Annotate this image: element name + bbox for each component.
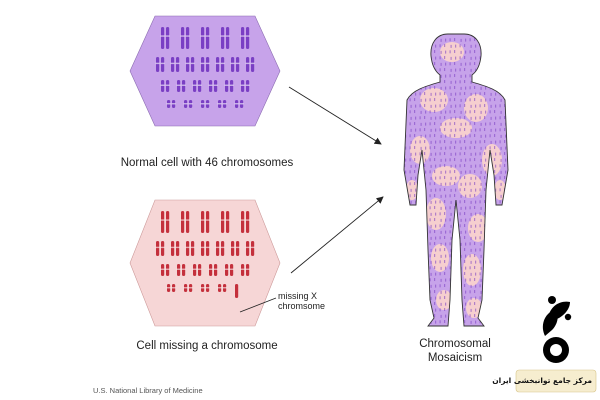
chromosome <box>241 211 245 233</box>
chromosome <box>246 241 250 256</box>
chromosome <box>225 264 229 276</box>
chromosome <box>191 57 195 72</box>
chromosome <box>182 80 186 92</box>
chromosome <box>186 27 190 49</box>
missing-x-line1: missing X <box>278 291 318 301</box>
missing-x-pointer <box>239 297 277 313</box>
chromosome <box>161 264 165 276</box>
chromosome <box>176 241 180 256</box>
chromosome <box>171 241 175 256</box>
chromosome <box>166 264 170 276</box>
chromosome <box>166 80 170 92</box>
chromosome <box>156 57 160 72</box>
chromosome <box>171 57 175 72</box>
chromosome <box>236 241 240 256</box>
chromosome <box>181 27 185 49</box>
chromosome <box>206 27 210 49</box>
chromosome <box>209 80 213 92</box>
chromosome <box>246 57 250 72</box>
logo-text: مرکز جامع توانبخشی ایران <box>492 376 592 385</box>
chromosome <box>214 80 218 92</box>
chromosome <box>201 241 205 256</box>
chromosome <box>230 80 234 92</box>
chromosome <box>246 211 250 233</box>
single-x-chromosome <box>235 284 239 298</box>
chromosome <box>161 57 165 72</box>
missing-cell-hexagon <box>129 199 281 327</box>
chromosome <box>177 264 181 276</box>
chromosome <box>186 211 190 233</box>
missing-x-line2: chromsome <box>278 301 326 311</box>
chromosome <box>206 241 210 256</box>
chromosome <box>241 80 245 92</box>
arrow-normal-to-body <box>288 86 382 145</box>
chromosome <box>193 80 197 92</box>
chromosome <box>206 211 210 233</box>
chromosome <box>166 27 170 49</box>
chromosome <box>186 57 190 72</box>
chromosome <box>198 80 202 92</box>
chromosome <box>177 80 181 92</box>
chromosome <box>161 241 165 256</box>
arrow-missing-to-body <box>290 196 384 274</box>
mosaicism-label-line1: Chromosomal <box>419 338 491 350</box>
chromosome <box>225 80 229 92</box>
chromosome <box>231 241 235 256</box>
mosaic-body-figure <box>403 33 509 327</box>
chromosome <box>236 57 240 72</box>
chromosome <box>241 264 245 276</box>
normal-cell-hexagon <box>129 15 281 127</box>
chromosome <box>216 57 220 72</box>
rehab-center-logo <box>515 296 597 393</box>
chromosome <box>251 241 255 256</box>
chromosome <box>226 211 230 233</box>
chromosome <box>191 241 195 256</box>
chromosome <box>214 264 218 276</box>
mosaicism-label: Chromosomal Mosaicism <box>400 337 510 365</box>
chromosome <box>231 57 235 72</box>
chromosome <box>230 264 234 276</box>
chromosome <box>246 80 250 92</box>
chromosome <box>246 264 250 276</box>
chromosome <box>181 211 185 233</box>
chromosome <box>176 57 180 72</box>
chromosome <box>221 57 225 72</box>
missing-x-annotation: missing X chromsome <box>278 291 325 311</box>
missing-cell-caption: Cell missing a chromosome <box>136 340 278 352</box>
chromosome <box>241 27 245 49</box>
chromosome <box>221 241 225 256</box>
normal-cell-caption: Normal cell with 46 chromosomes <box>120 157 294 169</box>
chromosome <box>193 264 197 276</box>
chromosome <box>166 211 170 233</box>
chromosome <box>161 80 165 92</box>
missing-chromosomes <box>155 211 255 298</box>
chromosome <box>201 27 205 49</box>
chromosome <box>161 211 165 233</box>
chromosome <box>161 27 165 49</box>
normal-chromosomes <box>155 27 255 108</box>
chromosome <box>226 27 230 49</box>
credit-text: U.S. National Library of Medicine <box>93 386 203 395</box>
chromosome <box>246 27 250 49</box>
chromosome <box>186 241 190 256</box>
chromosome <box>198 264 202 276</box>
chromosome <box>201 211 205 233</box>
chromosome <box>251 57 255 72</box>
mosaicism-label-line2: Mosaicism <box>427 352 483 364</box>
chromosome <box>206 57 210 72</box>
chromosome <box>209 264 213 276</box>
chromosome <box>221 27 225 49</box>
chromosome <box>182 264 186 276</box>
chromosome <box>201 57 205 72</box>
chromosome <box>156 241 160 256</box>
chromosome <box>221 211 225 233</box>
chromosome <box>216 241 220 256</box>
